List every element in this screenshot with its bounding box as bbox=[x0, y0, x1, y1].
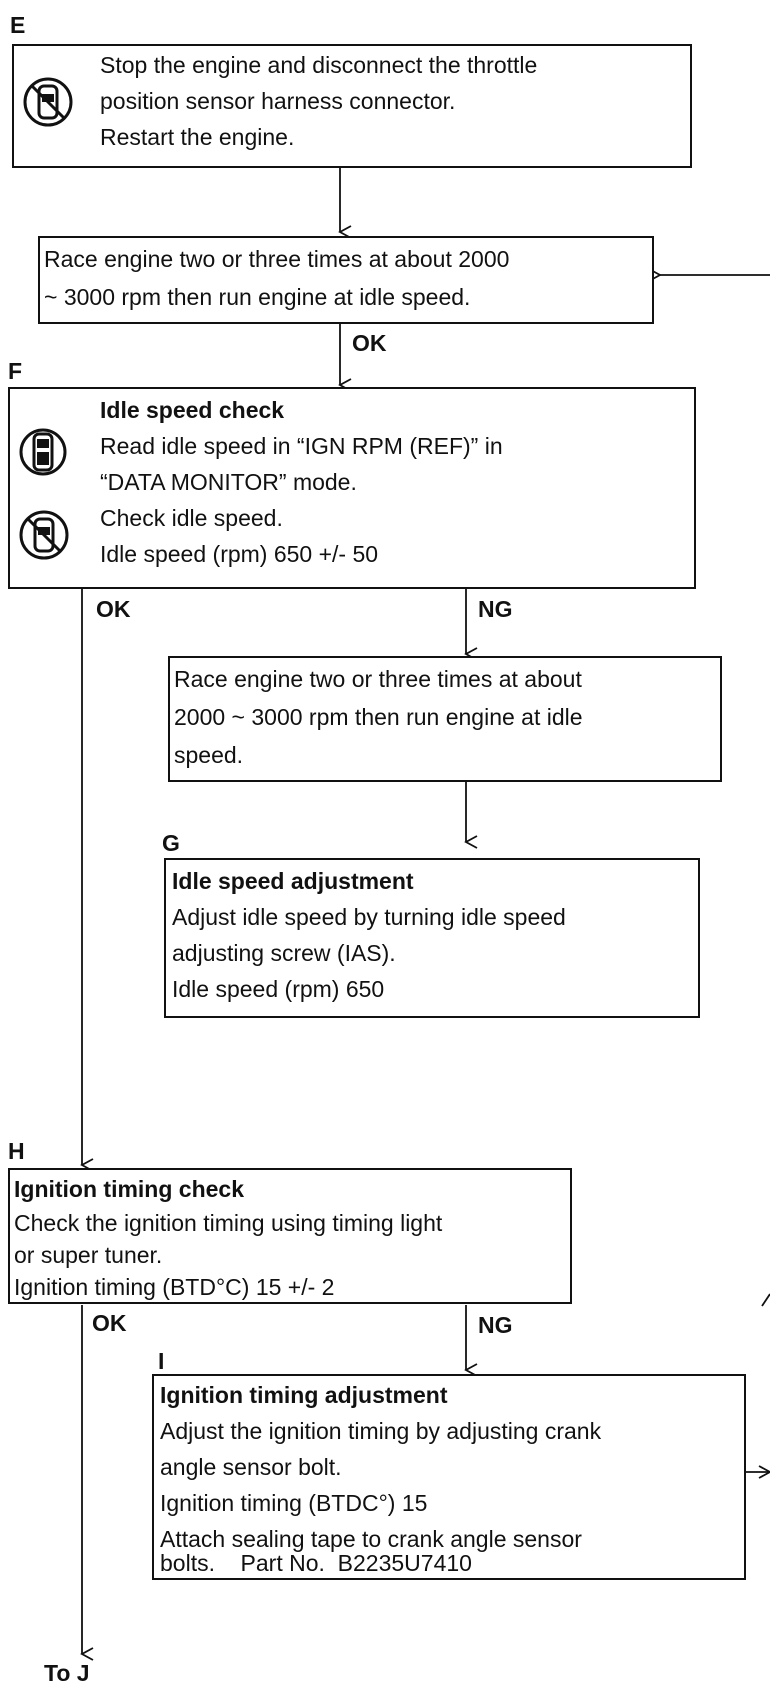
race-engine-box-2: Race engine two or three times at about … bbox=[168, 656, 722, 782]
step-g-box: Idle speed adjustment Adjust idle speed … bbox=[164, 858, 700, 1018]
step-g-line-3: Idle speed (rpm) 650 bbox=[172, 976, 385, 1002]
step-i-line-2: angle sensor bolt. bbox=[160, 1454, 342, 1480]
step-h-line-1: Check the ignition timing using timing l… bbox=[14, 1210, 443, 1236]
step-i-line-3: Ignition timing (BTDC°) 15 bbox=[160, 1490, 428, 1516]
step-e-box: Stop the engine and disconnect the throt… bbox=[12, 44, 692, 168]
no-vehicle-icon bbox=[23, 77, 73, 127]
step-h-line-2: or super tuner. bbox=[14, 1242, 163, 1268]
ok-label-race1: OK bbox=[352, 330, 387, 356]
step-f-line-4: Idle speed (rpm) 650 +/- 50 bbox=[100, 541, 379, 567]
step-f-line-1: Read idle speed in “IGN RPM (REF)” in bbox=[100, 433, 503, 459]
step-f-title: Idle speed check bbox=[100, 397, 285, 423]
no-vehicle-icon bbox=[19, 510, 69, 560]
race2-line-2: 2000 ~ 3000 rpm then run engine at idle bbox=[174, 704, 583, 730]
step-h-box: Ignition timing check Check the ignition… bbox=[8, 1168, 572, 1304]
to-j-label: To J bbox=[44, 1660, 90, 1686]
step-i-line-4: Attach sealing tape to crank angle senso… bbox=[160, 1526, 582, 1552]
step-i-box: Ignition timing adjustment Adjust the ig… bbox=[152, 1374, 746, 1580]
step-letter-h: H bbox=[8, 1138, 25, 1164]
race1-line-2: ~ 3000 rpm then run engine at idle speed… bbox=[44, 284, 471, 310]
step-f-line-3: Check idle speed. bbox=[100, 505, 283, 531]
step-g-line-1: Adjust idle speed by turning idle speed bbox=[172, 904, 566, 930]
step-f-line-2: “DATA MONITOR” mode. bbox=[100, 469, 357, 495]
step-letter-e: E bbox=[10, 12, 26, 38]
race2-line-3: speed. bbox=[174, 742, 244, 768]
step-letter-i: I bbox=[158, 1348, 165, 1374]
step-e-line-3: Restart the engine. bbox=[100, 124, 295, 150]
step-i-line-5: bolts. Part No. B2235U7410 bbox=[160, 1550, 472, 1576]
step-letter-g: G bbox=[162, 830, 180, 856]
ng-label-f: NG bbox=[478, 596, 513, 622]
step-i-line-1: Adjust the ignition timing by adjusting … bbox=[160, 1418, 602, 1444]
race1-line-1: Race engine two or three times at about … bbox=[44, 246, 510, 272]
step-e-line-2: position sensor harness connector. bbox=[100, 88, 456, 114]
step-letter-f: F bbox=[8, 358, 23, 384]
ok-label-h: OK bbox=[92, 1310, 127, 1336]
step-f-box: Idle speed check Read idle speed in “IGN… bbox=[8, 387, 696, 589]
step-h-title: Ignition timing check bbox=[14, 1176, 245, 1202]
race2-line-1: Race engine two or three times at about bbox=[174, 666, 582, 692]
ng-label-h: NG bbox=[478, 1312, 513, 1338]
race-engine-box-1: Race engine two or three times at about … bbox=[38, 236, 654, 324]
step-g-title: Idle speed adjustment bbox=[172, 868, 414, 894]
ok-label-f: OK bbox=[96, 596, 131, 622]
step-h-line-3: Ignition timing (BTD°C) 15 +/- 2 bbox=[14, 1274, 335, 1300]
step-i-title: Ignition timing adjustment bbox=[160, 1382, 448, 1408]
step-g-line-2: adjusting screw (IAS). bbox=[172, 940, 396, 966]
consult-tester-icon bbox=[19, 428, 67, 476]
return-line-diagonal bbox=[761, 1293, 770, 1307]
step-e-line-1: Stop the engine and disconnect the throt… bbox=[100, 52, 538, 78]
